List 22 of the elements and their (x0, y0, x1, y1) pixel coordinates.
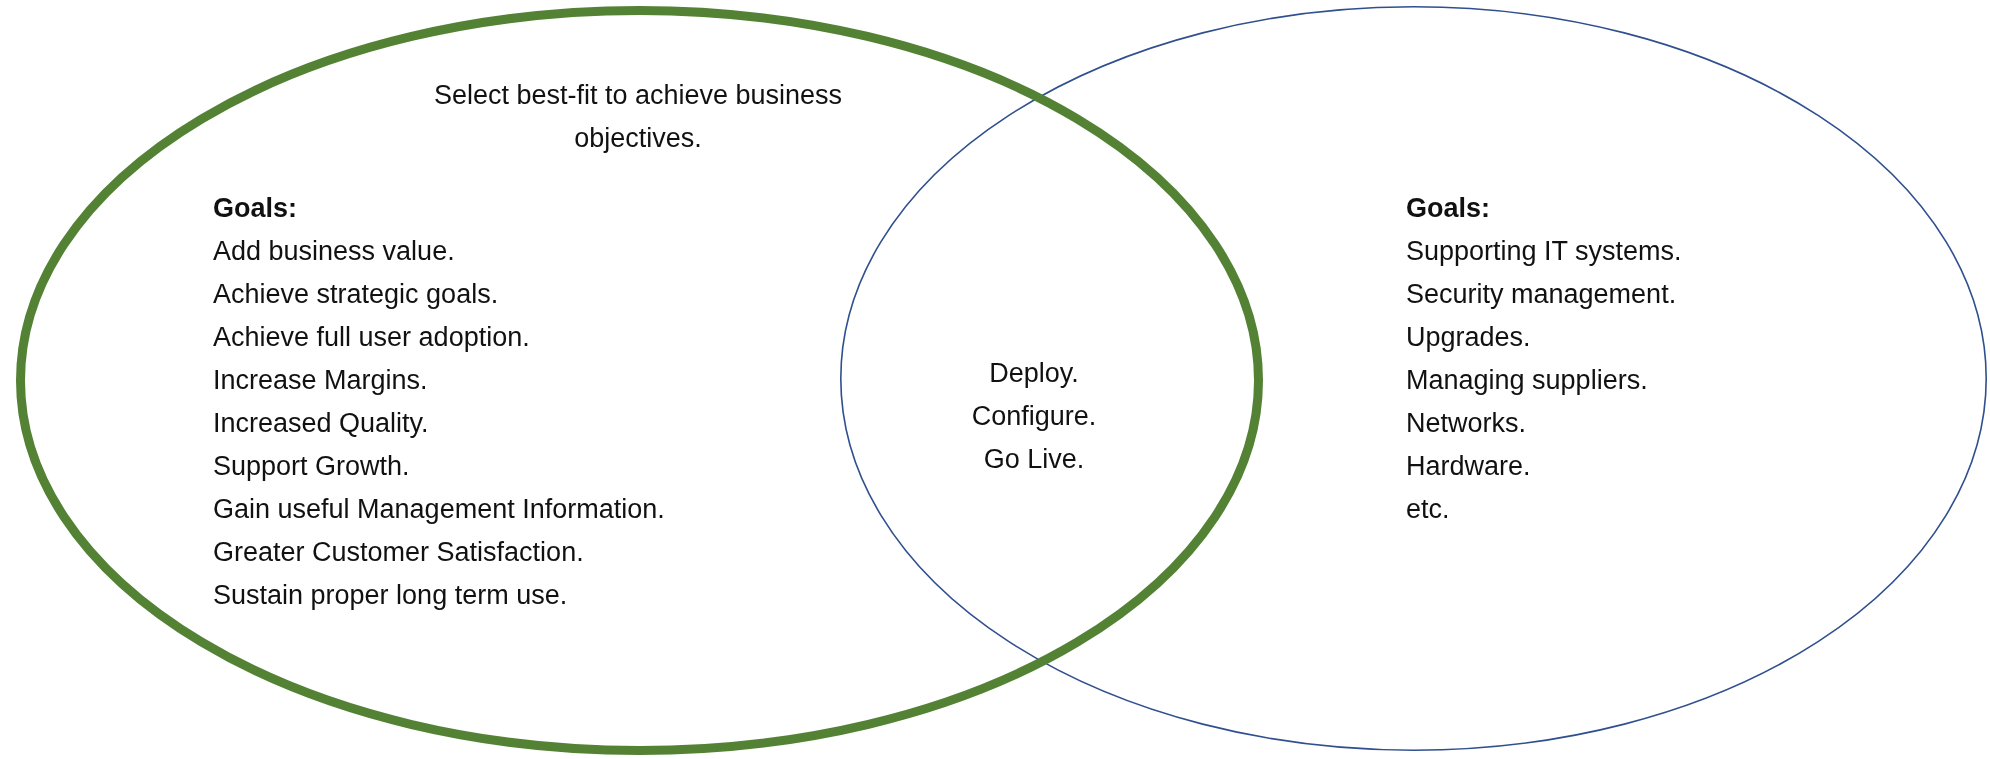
list-item: Achieve strategic goals. (213, 278, 499, 311)
list-item: Security management. (1406, 278, 1677, 311)
list-heading: Goals: (1406, 192, 1491, 225)
list-item: Sustain proper long term use. (213, 579, 568, 612)
list-item: Greater Customer Satisfaction. (213, 536, 584, 569)
heading-text: Select best-fit to achieve business objectives. (432, 79, 844, 155)
list-item: Networks. (1406, 407, 1527, 440)
list-item: etc. (1406, 493, 1450, 526)
list-item: Increased Quality. (213, 407, 429, 440)
list-item: Hardware. (1406, 450, 1531, 483)
list-item: Managing suppliers. (1406, 364, 1648, 397)
list-item: Achieve full user adoption. (213, 321, 530, 354)
list-item: Increase Margins. (213, 364, 428, 397)
list-item: Supporting IT systems. (1406, 235, 1682, 268)
overlap-text: Go Live. (982, 443, 1086, 476)
list-heading: Goals: (213, 192, 298, 225)
list-item: Upgrades. (1406, 321, 1531, 354)
overlap-text: Deploy. (988, 357, 1080, 390)
list-item: Add business value. (213, 235, 455, 268)
list-item: Support Growth. (213, 450, 410, 483)
overlap-text: Configure. (970, 400, 1098, 433)
list-item: Gain useful Management Information. (213, 493, 665, 526)
